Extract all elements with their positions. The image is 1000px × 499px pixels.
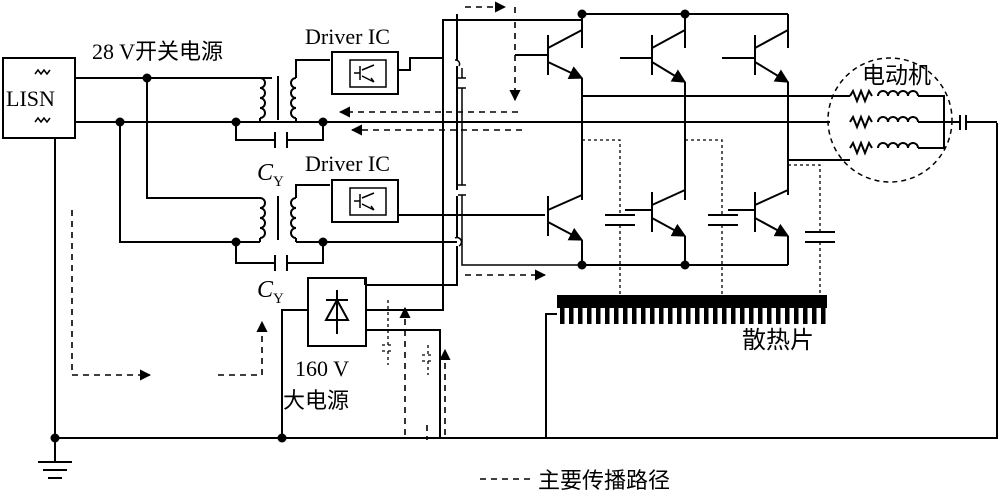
heatsink-fin: [623, 308, 628, 324]
heatsink-label: 散热片: [742, 326, 814, 354]
heatsink-fin: [695, 308, 700, 324]
heatsink: [557, 295, 827, 324]
propagation-paths: [71, 1, 547, 440]
heatsink-fin: [686, 308, 691, 324]
supply-28v-wiring: [115, 73, 260, 243]
driver-ic-bottom: [331, 179, 545, 223]
transistor-v-low: [625, 189, 685, 236]
heatsink-fin: [578, 308, 583, 324]
transistor-w-high: [722, 29, 788, 82]
heatsink-fin: [713, 308, 718, 324]
transistor-u-low: [547, 194, 582, 240]
heatsink-ground-wire: [545, 313, 557, 438]
transformer-top: [231, 59, 330, 148]
heatsink-fin: [668, 308, 673, 324]
heatsink-fin: [740, 308, 745, 324]
cy-bottom-label: CY: [257, 277, 284, 307]
heatsink-fin: [641, 308, 646, 324]
lisn-wiring: [38, 77, 998, 479]
supply-160v-label-1: 160 V: [295, 356, 349, 381]
supply-160v-label-2: 大电源: [283, 389, 349, 414]
heatsink-fin: [677, 308, 682, 324]
legend: 主要传播路径: [480, 469, 670, 494]
heatsink-fin: [650, 308, 655, 324]
heatsink-fin: [569, 308, 574, 324]
inverter-bridge: [515, 9, 850, 295]
transformer-bottom: [231, 184, 457, 271]
heatsink-fin: [659, 308, 664, 324]
transistor-v-high: [620, 29, 685, 82]
heatsink-fin: [767, 308, 772, 324]
dc-link-wiring: [364, 14, 582, 311]
heatsink-fin: [587, 308, 592, 324]
heatsink-fin: [794, 308, 799, 324]
heatsink-fin: [614, 308, 619, 324]
heatsink-fin: [560, 308, 565, 324]
heatsink-fin: [704, 308, 709, 324]
heatsink-fin: [749, 308, 754, 324]
driver-ic-top-label: Driver IC: [305, 24, 390, 49]
heatsink-fin: [731, 308, 736, 324]
transistor-u-high: [515, 29, 582, 78]
supply-28v-label: 28 V开关电源: [92, 39, 223, 64]
heatsink-fin: [632, 308, 637, 324]
transistor-w-low: [728, 189, 788, 236]
heatsink-fin: [722, 308, 727, 324]
motor-label: 电动机: [862, 63, 931, 89]
heatsink-fin: [776, 308, 781, 324]
heatsink-fin: [821, 308, 826, 324]
driver-ic-bottom-label: Driver IC: [305, 151, 390, 176]
heatsink-fin: [758, 308, 763, 324]
heatsink-fin: [812, 308, 817, 324]
rectifier-160v: [277, 277, 441, 443]
legend-label: 主要传播路径: [538, 469, 670, 494]
heatsink-fin: [605, 308, 610, 324]
rectifier-parasitic-caps: [382, 300, 434, 375]
cy-top-label: CY: [257, 160, 284, 190]
lisn-block: LISN: [2, 57, 76, 139]
heatsink-fin: [803, 308, 808, 324]
lisn-label: LISN: [6, 86, 55, 111]
heatsink-fin: [785, 308, 790, 324]
motor: [827, 57, 997, 183]
heatsink-fin: [596, 308, 601, 324]
